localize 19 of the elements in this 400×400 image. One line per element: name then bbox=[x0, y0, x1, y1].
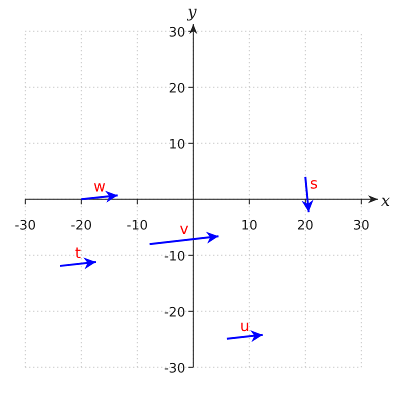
tick-label: -30 bbox=[164, 361, 186, 376]
vector-label: s bbox=[310, 174, 318, 193]
tick-label: -30 bbox=[14, 218, 36, 234]
tick-label: -20 bbox=[164, 305, 186, 320]
tick-label: 30 bbox=[353, 218, 370, 234]
axis-label: y bbox=[187, 2, 197, 21]
tick-label: 10 bbox=[168, 137, 186, 152]
tick-label: -10 bbox=[164, 249, 186, 264]
tick-label: 20 bbox=[297, 218, 314, 234]
vector-label: w bbox=[93, 177, 106, 196]
tick-label: 10 bbox=[241, 218, 258, 234]
tick-label: -20 bbox=[70, 218, 92, 234]
axis-label: x bbox=[381, 191, 390, 210]
vector-label: t bbox=[75, 244, 81, 262]
vector-label: v bbox=[180, 220, 188, 238]
tick-label: 30 bbox=[168, 25, 186, 40]
tick-label: 20 bbox=[168, 81, 186, 96]
tick-label: -10 bbox=[126, 218, 148, 234]
vector-label: u bbox=[240, 316, 250, 335]
